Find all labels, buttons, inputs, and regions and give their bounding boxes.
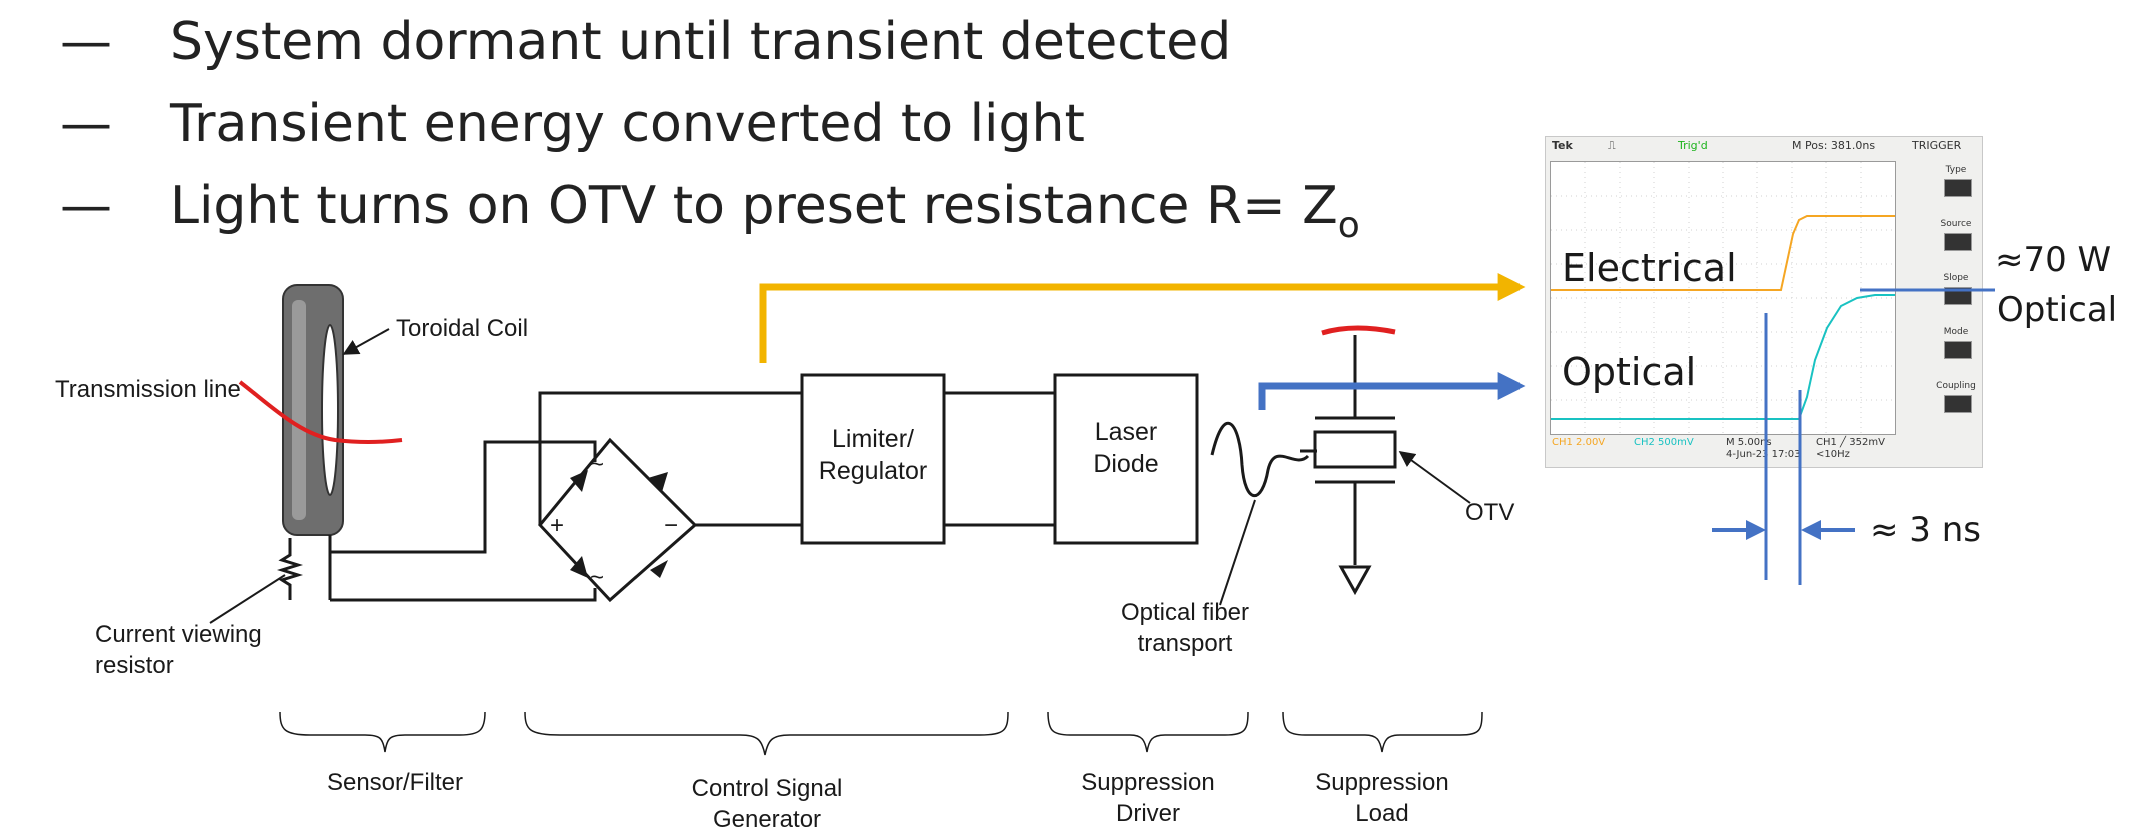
wire-coil-bridge-bottom (330, 588, 597, 602)
bullet-3: — Light turns on OTV to preset resistance… (60, 176, 1360, 246)
current-viewing-resistor (276, 538, 304, 600)
wire-coil-bridge-top (330, 440, 597, 554)
menu-mode-button (1944, 341, 1972, 359)
bullet-dash: — (60, 94, 112, 154)
optical-trace-label: Optical (1562, 350, 1697, 394)
current-viewing-label-1: Current viewing (95, 621, 262, 648)
scope-trigger-level: CH1 ╱ 352mV (1816, 437, 1885, 448)
scope-position: M Pos: 381.0ns (1792, 139, 1876, 152)
menu-slope-label: Slope (1943, 273, 1969, 283)
menu-coupling-button (1944, 395, 1972, 413)
stage-load-label-2: Load (1355, 800, 1408, 827)
laser-label-2: Diode (1093, 450, 1158, 478)
optical-power-label: Optical (1997, 290, 2118, 330)
scope-trigger-menu: Type Source Slope Mode Coupling (1898, 159, 1978, 439)
scope-trigger-title: TRIGGER (1912, 139, 1962, 152)
transmission-line-label: Transmission line (55, 376, 241, 403)
menu-mode-label: Mode (1943, 327, 1969, 337)
laser-diode-block (1053, 373, 1199, 545)
limiter-regulator-block (800, 373, 946, 545)
toroidal-coil-label: Toroidal Coil (396, 315, 528, 342)
bridge-plus: + (550, 512, 564, 539)
stage-control-label-2: Generator (713, 806, 821, 833)
menu-source-button (1944, 233, 1972, 251)
limiter-label-1: Limiter/ (832, 425, 914, 453)
scope-brand: Tek (1552, 139, 1573, 152)
toroidal-coil-pointer (342, 328, 390, 355)
stage-driver-label-2: Driver (1116, 800, 1180, 827)
electrical-arrow (759, 273, 1526, 363)
menu-source-label: Source (1940, 219, 1972, 229)
limiter-label-2: Regulator (819, 457, 927, 485)
optical-fiber (1210, 421, 1310, 498)
fiber-pointer (1219, 499, 1256, 606)
otv-device (1300, 325, 1397, 596)
scope-ch1-scale: CH1 2.00V (1552, 437, 1606, 448)
oscilloscope-screenshot: Tek ⎍ Trig'd M Pos: 381.0ns TRIGGER Type… (1545, 136, 1983, 468)
scope-timebase: M 5.00ns (1726, 437, 1772, 448)
optical-power-value: ≈70 W (1995, 240, 2112, 280)
bullet-dash: — (60, 176, 112, 236)
wire-bridge-limiter-top (538, 391, 802, 525)
otv-label: OTV (1465, 499, 1514, 526)
optical-arrow (1258, 372, 1526, 410)
bullet-1-text: System dormant until transient detected (170, 12, 1232, 72)
scope-run-icon: ⎍ (1608, 139, 1616, 152)
scope-graticule (1550, 161, 1896, 435)
scope-trig-state: Trig'd (1678, 139, 1708, 152)
ch2-trace (1551, 294, 1895, 420)
stage-load-label-1: Suppression (1315, 769, 1448, 796)
electrical-trace-label: Electrical (1562, 246, 1737, 290)
bullet-dash: — (60, 12, 112, 72)
stage-control-label-1: Control Signal (692, 775, 843, 802)
bridge-ac-bottom: ~ (590, 564, 604, 591)
scope-date: 4-Jun-23 17:03 (1726, 449, 1801, 460)
bridge-minus: − (664, 512, 678, 539)
scope-traces (1551, 162, 1895, 434)
delay-label: ≈ 3 ns (1870, 510, 1981, 550)
scope-frequency: <10Hz (1816, 449, 1850, 460)
laser-label-1: Laser (1095, 418, 1158, 446)
menu-type-button (1944, 179, 1972, 197)
fiber-label-1: Optical fiber (1121, 599, 1249, 626)
menu-type-label: Type (1945, 165, 1967, 175)
transmission-line-wire (238, 380, 403, 444)
current-viewing-label-2: resistor (95, 652, 174, 679)
fiber-label-2: transport (1138, 630, 1233, 657)
bullet-3-text: Light turns on OTV to preset resistance … (170, 176, 1338, 236)
bullet-3-subscript: o (1337, 205, 1360, 246)
stage-sensor-filter: Sensor/Filter (327, 769, 463, 796)
scope-ch2-scale: CH2 500mV (1634, 437, 1694, 448)
bridge-ac-top: ~ (590, 451, 604, 478)
stage-driver-label-1: Suppression (1081, 769, 1214, 796)
stage-braces (279, 711, 1483, 756)
bullet-2-text: Transient energy converted to light (170, 94, 1085, 154)
bullet-2: — Transient energy converted to light (60, 94, 1085, 154)
menu-coupling-label: Coupling (1936, 381, 1976, 391)
toroidal-coil (282, 284, 344, 536)
bullet-1: — System dormant until transient detected (60, 12, 1231, 72)
bridge-rectifier: + − ~ ~ (538, 437, 698, 603)
menu-slope-button (1944, 287, 1972, 305)
ch1-trace (1551, 215, 1895, 291)
resistor-pointer (209, 574, 286, 624)
otv-pointer (1398, 451, 1471, 504)
